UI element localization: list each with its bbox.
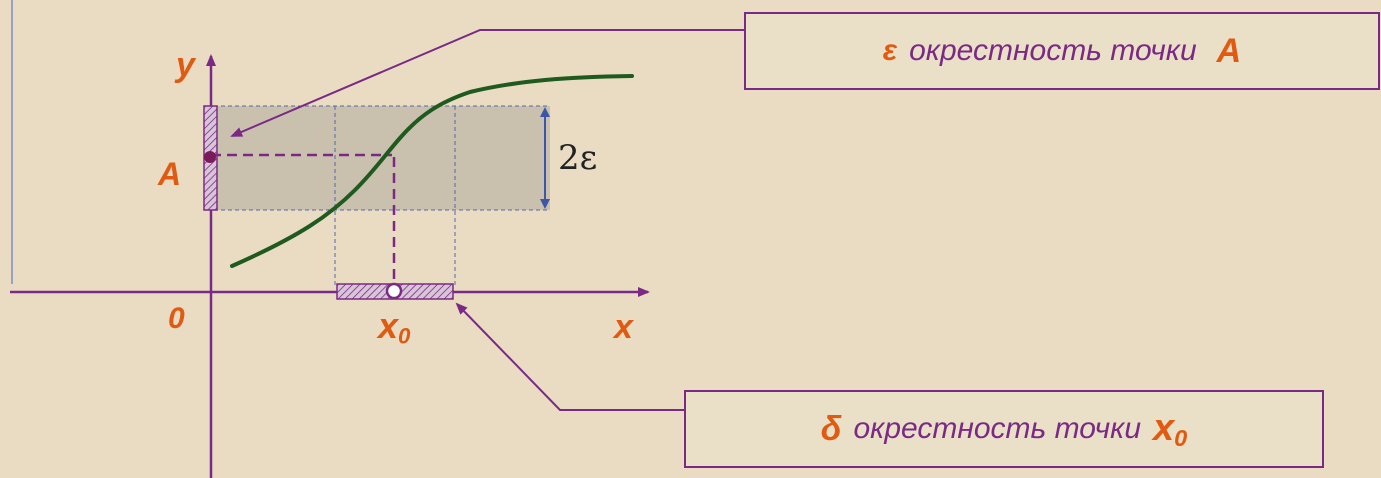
point-a-label: A xyxy=(158,156,182,192)
epsilon-callout-text: окрестность точки xyxy=(909,34,1197,67)
x-axis-label: x xyxy=(614,308,633,346)
delta-callout-target: x0 xyxy=(1153,407,1187,452)
x0-label: x0 xyxy=(378,308,410,348)
epsilon-callout-leader xyxy=(230,29,744,137)
delta-callout-leader xyxy=(455,302,684,411)
y-axis-label: y xyxy=(176,46,195,84)
origin-label: 0 xyxy=(168,302,185,335)
point-a-dot xyxy=(204,151,216,163)
delta-callout-text: окрестность точки xyxy=(853,412,1142,445)
delta-target-main: x xyxy=(1153,406,1175,449)
function-curve xyxy=(230,74,634,268)
x0-label-sub: 0 xyxy=(398,323,411,349)
delta-target-sub: 0 xyxy=(1174,424,1188,451)
point-x0-hollow xyxy=(385,282,403,300)
two-epsilon-label: 2ε xyxy=(558,138,598,178)
epsilon-symbol: ε xyxy=(882,34,898,67)
x0-label-main: x xyxy=(378,305,399,346)
delta-neighborhood-callout: δ окрестность точки x0 xyxy=(684,390,1324,468)
epsilon-neighborhood-callout: ε окрестность точки A xyxy=(744,12,1380,90)
epsilon-callout-target: A xyxy=(1216,31,1242,70)
delta-symbol: δ xyxy=(820,409,842,448)
